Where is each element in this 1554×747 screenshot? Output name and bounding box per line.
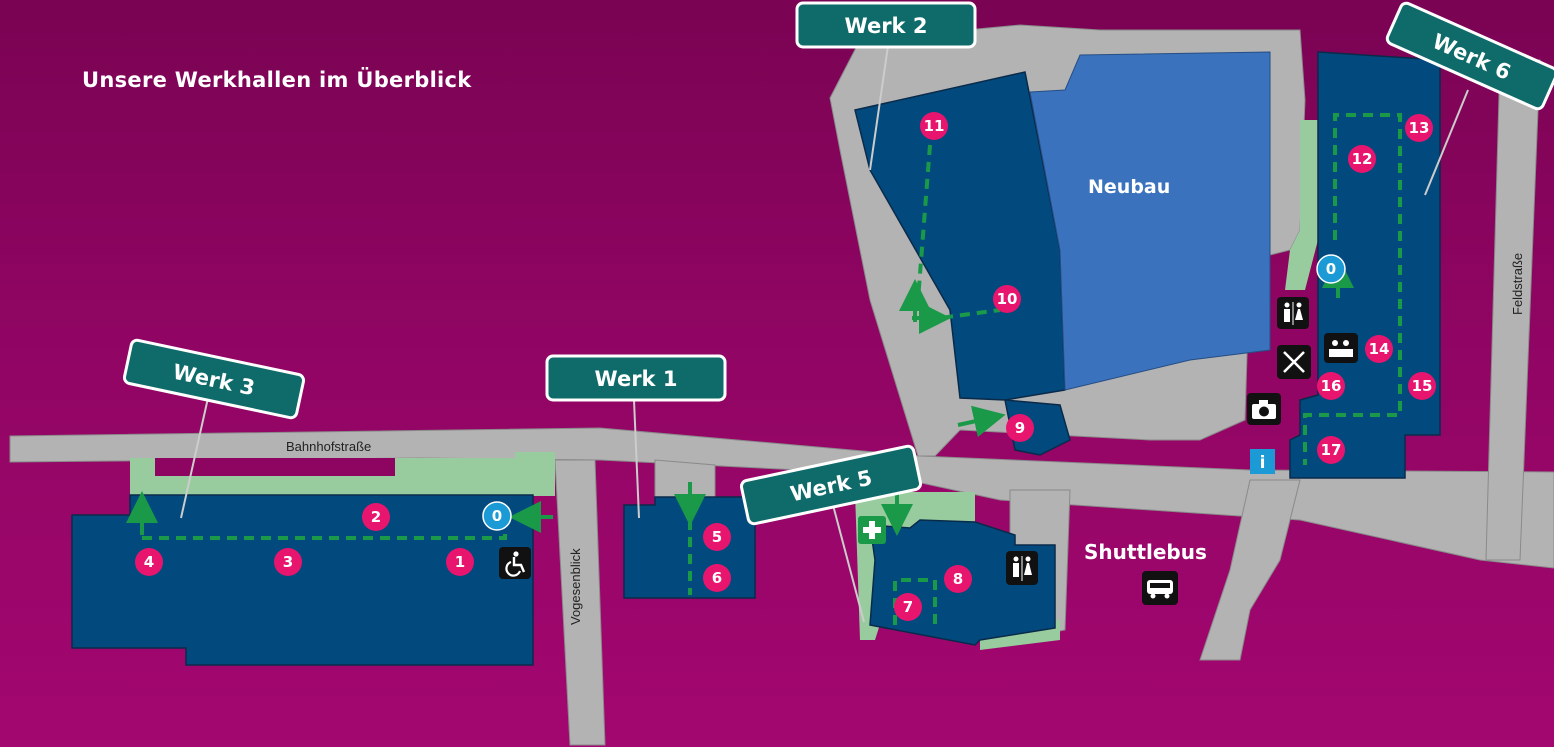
sign-pointer-werk5 [832,504,865,623]
station-marker-17[interactable] [1317,436,1345,464]
station-label-10: 10 [997,290,1018,308]
camera-icon[interactable] [1247,393,1281,425]
station-label-4: 4 [144,553,154,571]
station-marker-6[interactable] [703,564,731,592]
street-label-bahnhofstrasse: Bahnhofstraße [286,439,371,454]
sign-werk2-label: Werk 2 [845,14,928,38]
neubau-label: Neubau [1088,176,1170,198]
building-werk1 [623,496,756,599]
station-marker-15[interactable] [1408,372,1436,400]
amenity-icons: i [499,297,1358,605]
station-label-7: 7 [903,598,913,616]
road-werk1-court [654,459,716,501]
station-marker-9[interactable] [1006,414,1034,442]
station-marker-7[interactable] [894,593,922,621]
station-label-12: 12 [1352,150,1373,168]
start-marker-werk6[interactable] [1316,254,1346,284]
station-label-9: 9 [1015,419,1025,437]
sign-pointer-werk3 [180,397,209,519]
direction-arrows [126,256,1354,536]
station-marker-8[interactable] [944,565,972,593]
station-label-8: 8 [953,570,963,588]
start-marker-werk3[interactable] [482,501,512,531]
sign-werk1[interactable]: Werk 1 [545,354,727,402]
station-label-3: 3 [283,553,293,571]
station-label-1: 1 [455,553,465,571]
station-label-16: 16 [1321,377,1342,395]
station-marker-4[interactable] [135,548,163,576]
restaurant-icon[interactable] [1277,345,1311,379]
building-werk6 [1289,51,1441,479]
start-marker-werk3-label: 0 [492,507,502,525]
station-label-5: 5 [712,528,722,546]
path-werk2 [915,144,1001,321]
station-marker-5[interactable] [703,523,731,551]
sign-werk2[interactable]: Werk 2 [795,1,977,49]
start-marker-werk6-label: 0 [1326,260,1336,278]
arrow-werk2-annex [957,405,1006,438]
station-label-14: 14 [1369,340,1390,358]
station-label-15: 15 [1412,377,1433,395]
building-signs: Werk 2 Werk 6 Werk 3 Werk 1 Werk 5 [122,1,1554,623]
sign-werk3[interactable]: Werk 3 [122,338,306,420]
station-marker-10[interactable] [993,285,1021,313]
wheelchair-icon[interactable] [499,547,531,579]
station-marker-1[interactable] [446,548,474,576]
sign-werk5[interactable]: Werk 5 [739,444,923,526]
bus-icon[interactable] [1142,571,1178,605]
green-werk6 [1285,120,1318,290]
sign-pointer-werk6 [1424,89,1469,196]
sign-pointer-werk1 [633,399,640,519]
station-label-2: 2 [371,508,381,526]
station-marker-2[interactable] [362,503,390,531]
road-southeast [1199,479,1301,661]
page-title: Unsere Werkhallen im Überblick [82,68,472,92]
info-icon-label: i [1260,453,1266,473]
building-neubau [1029,51,1271,391]
shuttlebus-label: Shuttlebus [1084,540,1207,564]
street-label-feldstrasse: Feldstraße [1510,253,1525,315]
station-label-17: 17 [1321,441,1342,459]
station-marker-12[interactable] [1348,145,1376,173]
station-label-11: 11 [924,117,945,135]
station-marker-3[interactable] [274,548,302,576]
station-label-6: 6 [712,569,722,587]
green-werk3-gap [155,458,395,476]
path-werk6 [1303,113,1402,465]
info-icon[interactable]: i [1250,449,1275,474]
toilet-icon[interactable] [1277,297,1309,329]
station-marker-16[interactable] [1317,372,1345,400]
sign-pointer-werk2 [869,45,889,171]
first-aid-icon[interactable] [858,516,886,544]
toilet-icon[interactable] [1006,551,1038,585]
station-label-13: 13 [1409,119,1430,137]
sign-werk1-label: Werk 1 [595,367,678,391]
station-marker-13[interactable] [1405,114,1433,142]
station-marker-11[interactable] [920,112,948,140]
exhibit-icon[interactable] [1324,333,1358,363]
green-werk3-entry [515,452,555,496]
station-markers: 0 0 1 2 3 4 5 6 7 8 9 [135,112,1436,621]
road-vogesenblick [554,459,606,746]
street-label-vogesenblick: Vogesenblick [568,548,583,625]
station-marker-14[interactable] [1365,335,1393,363]
